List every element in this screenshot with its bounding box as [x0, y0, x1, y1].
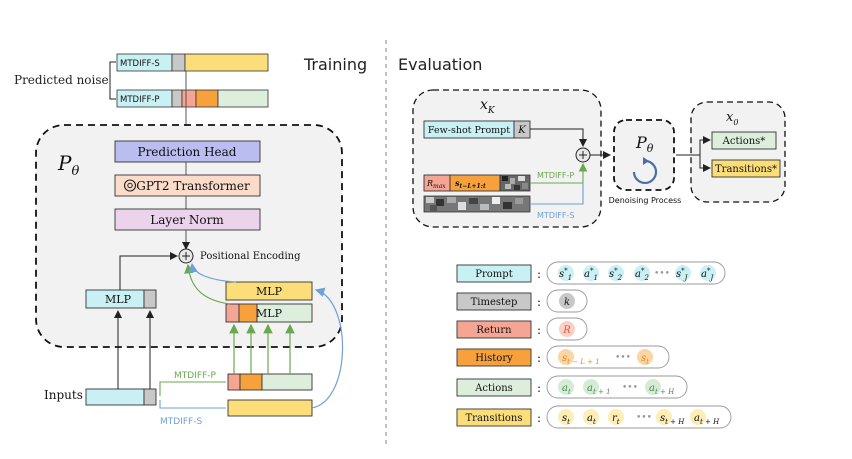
k-box-label: K [517, 125, 526, 136]
x-0-label: x0 [726, 110, 738, 127]
output-bar-p-label: MTDIFF-P [120, 95, 160, 105]
mlp-left-label: MLP [105, 293, 132, 306]
svg-text:•••: ••• [622, 383, 638, 393]
legend-item-transitions: Transitions : st at rt ••• st + H at + H [456, 405, 732, 429]
output-bar-mtd-s: MTDIFF-S [116, 53, 269, 72]
svg-text::: : [537, 323, 541, 337]
input-mtd-p-label: MTDIFF-P [174, 371, 216, 381]
legend-label-actions: Actions [474, 383, 513, 394]
actions-star-box [711, 131, 777, 150]
svg-text::: : [537, 267, 541, 281]
svg-text:•••: ••• [615, 353, 631, 363]
svg-text:k: k [564, 297, 570, 308]
training-title: Training [303, 55, 367, 74]
svg-text:at: at [562, 383, 571, 396]
legend-label-transitions: Transitions [466, 413, 523, 424]
svg-text::: : [537, 295, 541, 309]
predicted-noise-label: Predicted noise [14, 73, 109, 87]
x-k-label: xK [480, 97, 496, 116]
prediction-head-box [114, 140, 261, 163]
svg-text:at: at [587, 413, 596, 426]
prediction-head-label: Prediction Head [138, 145, 237, 159]
layer-norm-box [114, 208, 261, 231]
legend-label-history: History [475, 353, 513, 364]
few-shot-prompt-label: Few-shot Prompt [428, 125, 510, 136]
evaluation-title: Evaluation [398, 55, 482, 74]
p-theta-eval-box [613, 119, 675, 191]
mlp-s-box [225, 281, 313, 301]
plus-operator-icon [178, 248, 194, 264]
noise-patch-s [423, 195, 531, 213]
legend-item-history: History : st − L + 1 ••• st [456, 345, 670, 369]
legend-item-timestep: Timestep : k [456, 289, 588, 313]
p-theta-label: Pθ [57, 151, 79, 179]
refresh-cycle-icon [632, 157, 658, 184]
transitions-star-box [711, 159, 781, 178]
svg-text:R: R [562, 325, 571, 336]
svg-text::: : [537, 351, 541, 365]
legend: Prompt : s*1 a*1 s*2 a*2 ••• s*J a*J Tim… [456, 261, 732, 429]
legend-item-return: Return : R [456, 317, 588, 341]
openai-logo-icon [123, 179, 137, 192]
svg-text:•••: ••• [636, 413, 652, 423]
legend-label-prompt: Prompt [475, 269, 512, 280]
mlp-p-label: MLP [256, 307, 283, 320]
input-bar-mtd-p [227, 373, 313, 391]
positional-encoding-label: Positional Encoding [200, 251, 301, 262]
denoising-process-label: Denoising Process [609, 196, 682, 205]
eval-plus-operator-icon [575, 147, 591, 163]
predicted-noise-bracket [109, 61, 116, 100]
inputs-label: Inputs [44, 388, 83, 402]
gpt2-transformer-label: GPT2 Transformer [136, 179, 250, 193]
layer-norm-label: Layer Norm [150, 213, 224, 227]
eval-mtd-s-label: MTDIFF-S [537, 211, 574, 220]
svg-text:rt: rt [612, 413, 620, 426]
legend-label-timestep: Timestep [471, 297, 518, 308]
actions-star-label: Actions* [722, 136, 766, 147]
output-bar-s-label: MTDIFF-S [120, 59, 160, 69]
legend-label-return: Return [476, 325, 512, 336]
input-mtd-s-label: MTDIFF-S [160, 417, 202, 427]
legend-item-actions: Actions : at at + 1 ••• at + H [456, 375, 688, 399]
transitions-star-label: Transitions* [715, 164, 777, 175]
s-seq-label: st−L+1:t [455, 178, 486, 190]
svg-text:st: st [562, 413, 570, 426]
eval-mtd-p-label: MTDIFF-P [537, 171, 574, 180]
mlp-s-label: MLP [256, 285, 283, 298]
input-bar-mtd-s [227, 399, 313, 417]
legend-item-prompt: Prompt : s*1 a*1 s*2 a*2 ••• s*J a*J [456, 261, 726, 285]
svg-text:st: st [641, 353, 649, 366]
svg-text:•••: ••• [654, 269, 670, 279]
noise-patch-p [499, 174, 531, 192]
x-0-container [690, 101, 786, 203]
r-max-label: Rmax [426, 179, 446, 190]
p-theta-eval-label: Pθ [635, 133, 654, 155]
svg-text::: : [537, 381, 541, 395]
svg-text::: : [537, 411, 541, 425]
mlp-p-box [225, 303, 240, 323]
gpt2-transformer-box [114, 174, 261, 197]
output-bar-mtd-p: MTDIFF-P [116, 89, 269, 108]
input-bar-shared [85, 388, 145, 406]
